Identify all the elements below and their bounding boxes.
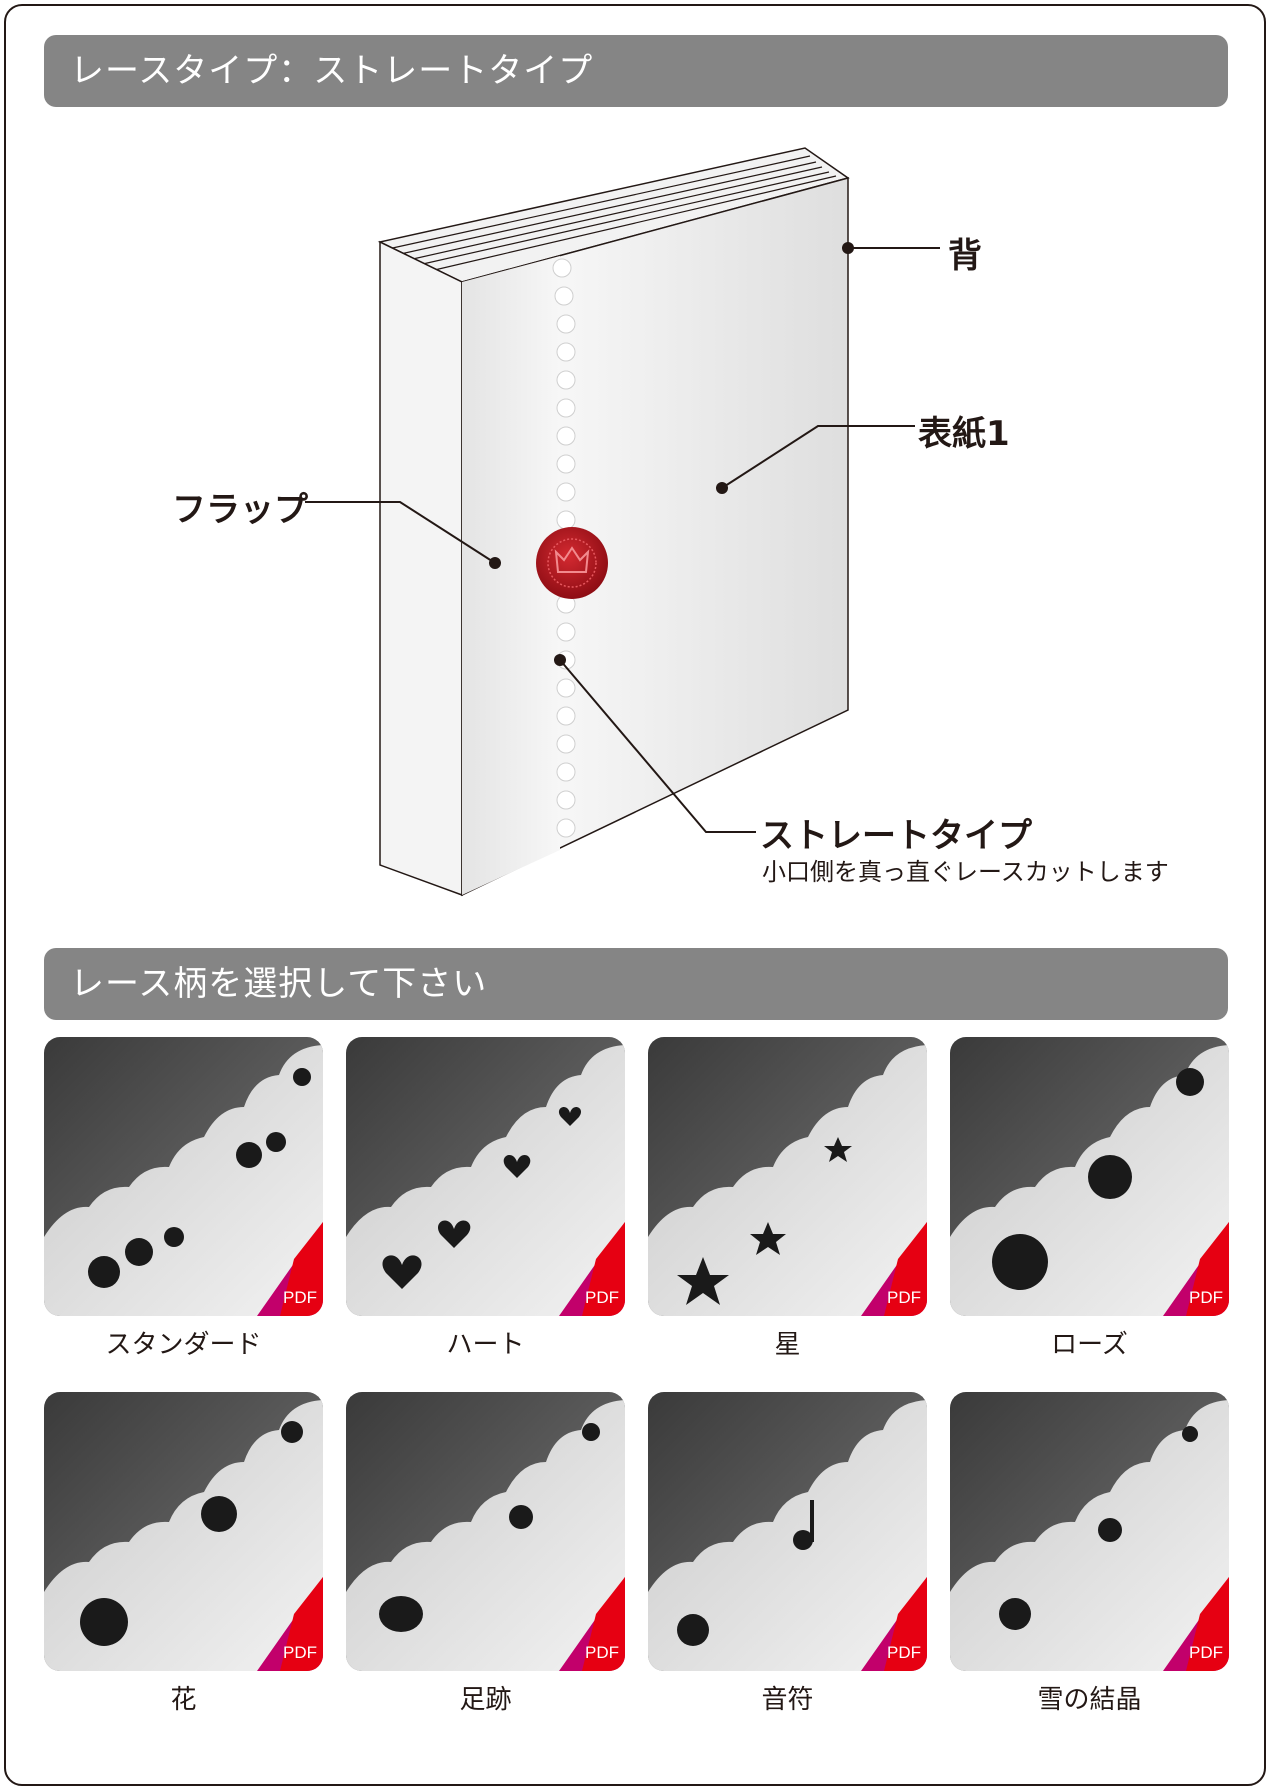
lace-pattern-tile[interactable]: PDF xyxy=(44,1037,323,1316)
pdf-badge: PDF xyxy=(1189,1288,1223,1307)
page-frame xyxy=(4,4,1266,1786)
lace-pattern-tile[interactable]: PDF xyxy=(346,1037,625,1316)
paw-lace-icon xyxy=(346,1392,625,1671)
rose-lace-icon xyxy=(950,1037,1229,1316)
star-lace-icon xyxy=(648,1037,927,1316)
lace-pattern-name: 星 xyxy=(774,1330,801,1360)
cover-label: 表紙1 xyxy=(918,414,1010,454)
music-note-lace-icon xyxy=(648,1392,927,1671)
pdf-badge: PDF xyxy=(585,1288,619,1307)
lace-pattern-tile[interactable]: PDF xyxy=(648,1392,927,1671)
lace-pattern-tile[interactable]: PDF xyxy=(346,1392,625,1671)
lace-pattern-tile[interactable]: PDF xyxy=(44,1392,323,1671)
pdf-badge: PDF xyxy=(887,1288,921,1307)
lace-pattern-name: ハート xyxy=(446,1330,525,1360)
lace-pattern-name: ローズ xyxy=(1051,1330,1128,1360)
heart-lace-icon xyxy=(346,1037,625,1316)
album-illustration xyxy=(305,147,940,897)
pdf-badge: PDF xyxy=(887,1643,921,1662)
straight-type-description: 小口側を真っ直ぐレースカットします xyxy=(762,858,1169,886)
lace-pattern-name: 雪の結晶 xyxy=(1037,1685,1142,1715)
lace-pattern-name: 音符 xyxy=(761,1685,814,1715)
lace-pattern-tile[interactable]: PDF xyxy=(648,1037,927,1316)
spine-label: 背 xyxy=(948,236,982,276)
pdf-badge: PDF xyxy=(585,1643,619,1662)
lace-type-header: レースタイプ：ストレートタイプ xyxy=(44,35,1228,107)
snowflake-lace-icon xyxy=(950,1392,1229,1671)
pdf-badge: PDF xyxy=(283,1288,317,1307)
straight-type-label: ストレートタイプ xyxy=(760,816,1032,856)
pdf-badge: PDF xyxy=(1189,1643,1223,1662)
lace-pattern-name: スタンダード xyxy=(105,1330,262,1360)
lace-pattern-name: 花 xyxy=(170,1685,197,1715)
pdf-badge: PDF xyxy=(283,1643,317,1662)
flap-label: フラップ xyxy=(172,490,308,530)
book-diagram: 背 表紙1 フラップ ストレートタイプ 小口側を真っ直ぐレースカットします xyxy=(0,120,1272,920)
choose-lace-header: レース柄を選択して下さい xyxy=(44,948,1228,1020)
flower-lace-icon xyxy=(44,1392,323,1671)
lace-pattern-tile[interactable]: PDF xyxy=(950,1392,1229,1671)
lace-pattern-tile[interactable]: PDF xyxy=(950,1037,1229,1316)
lace-pattern-name: 足跡 xyxy=(459,1685,512,1715)
standard-lace-icon xyxy=(44,1037,323,1316)
